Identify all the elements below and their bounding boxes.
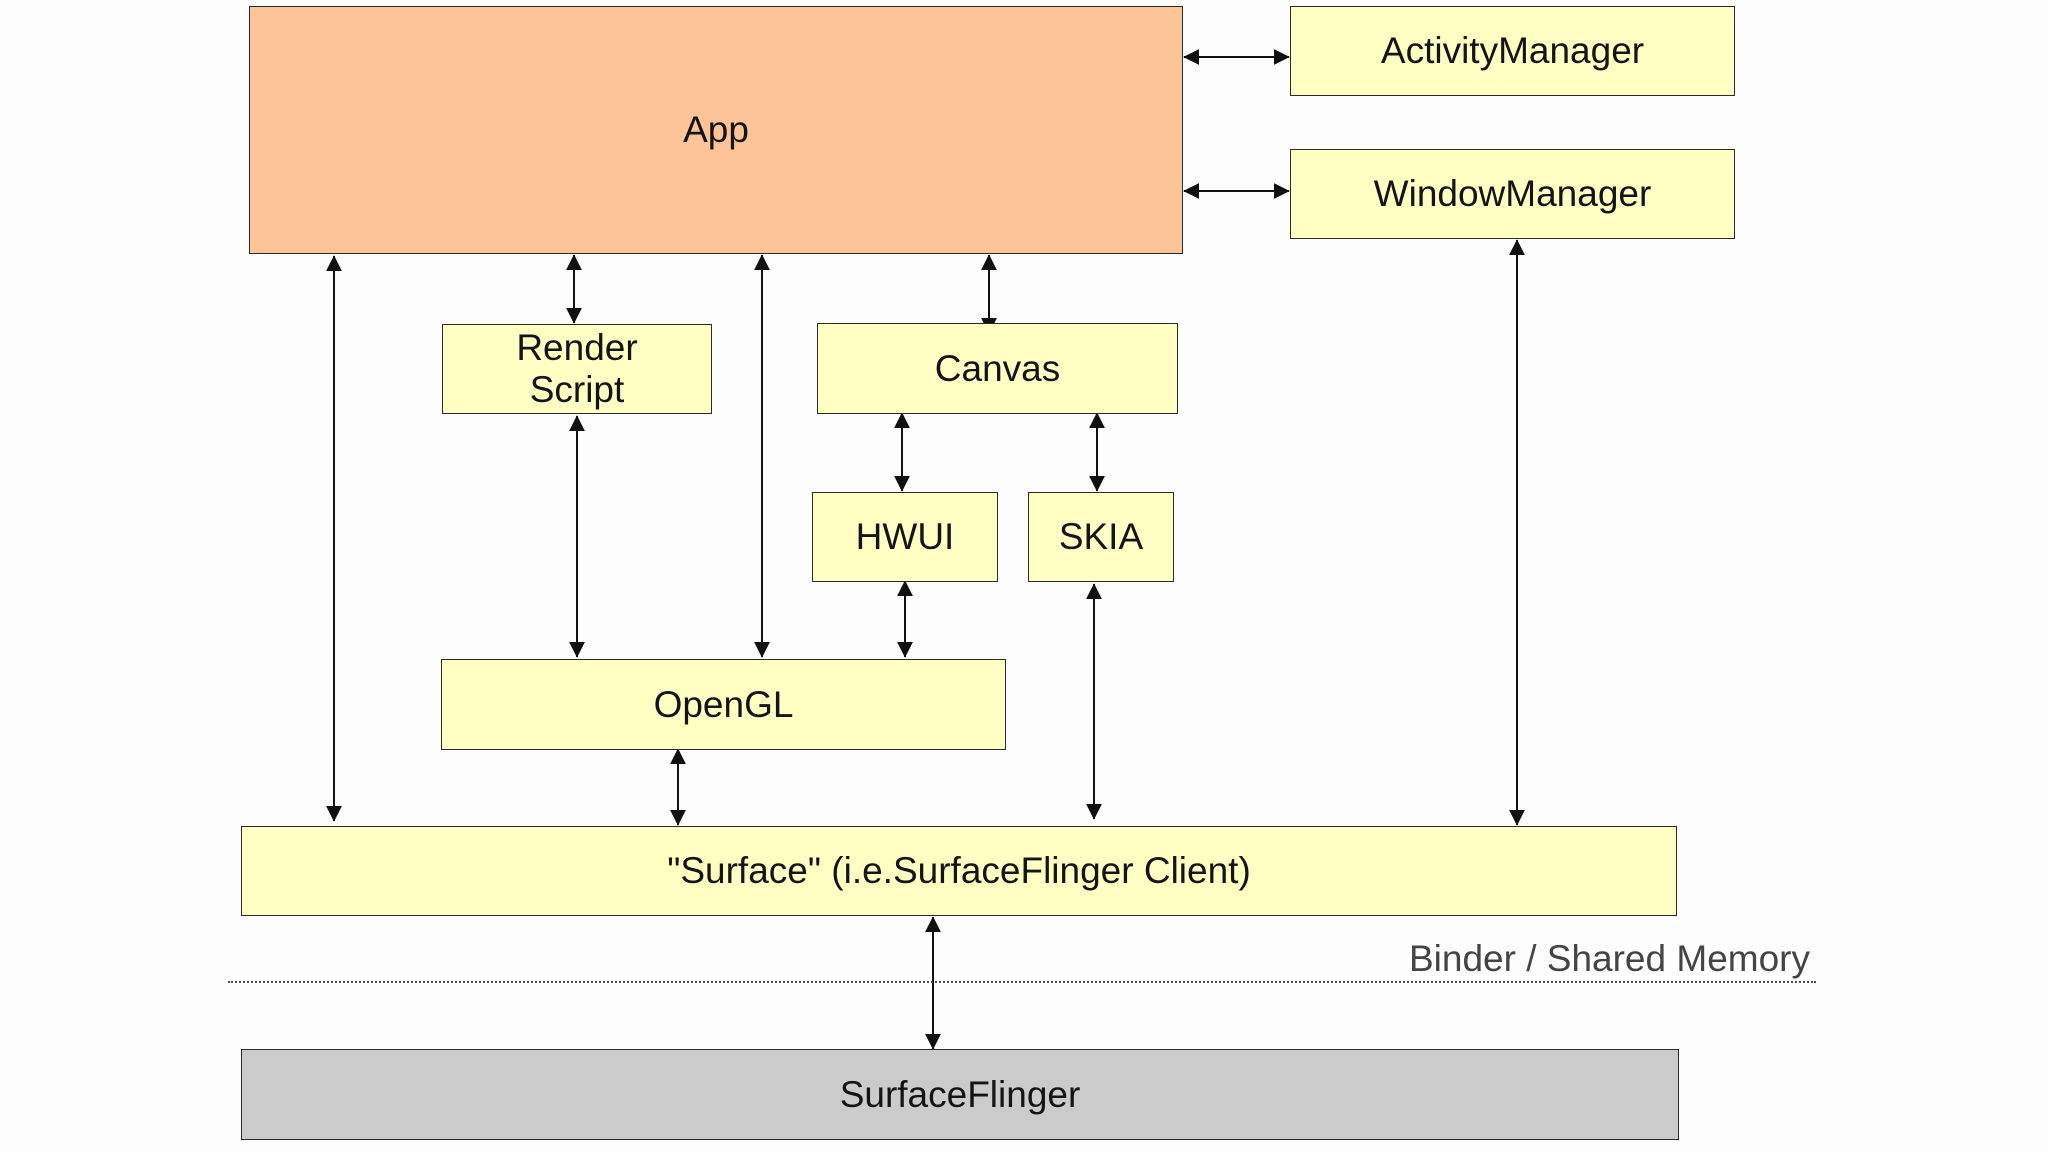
binder-divider-label: Binder / Shared Memory [1408,938,1810,979]
activity-manager-box: ActivityManager [1290,6,1735,96]
surface-flinger-box: SurfaceFlinger [241,1049,1679,1140]
opengl-box: OpenGL [441,659,1006,750]
canvas-label: Canvas [934,347,1061,389]
surface-flinger-label: SurfaceFlinger [839,1073,1081,1115]
hwui-label: HWUI [855,516,955,558]
window-manager-label: WindowManager [1373,173,1652,215]
activity-manager-label: ActivityManager [1380,30,1645,72]
render-script-label: Render Script [516,327,638,410]
opengl-label: OpenGL [653,683,794,725]
surface-box: "Surface" (i.e.SurfaceFlinger Client) [241,826,1677,916]
skia-label: SKIA [1058,516,1144,558]
surface-label: "Surface" (i.e.SurfaceFlinger Client) [667,850,1251,892]
skia-box: SKIA [1028,492,1174,582]
render-script-box: Render Script [442,324,712,414]
window-manager-box: WindowManager [1290,149,1735,239]
hwui-box: HWUI [812,492,998,582]
binder-divider-line [228,981,1816,983]
canvas-box: Canvas [817,323,1178,414]
app-box: App [249,6,1183,254]
app-label: App [683,109,749,151]
